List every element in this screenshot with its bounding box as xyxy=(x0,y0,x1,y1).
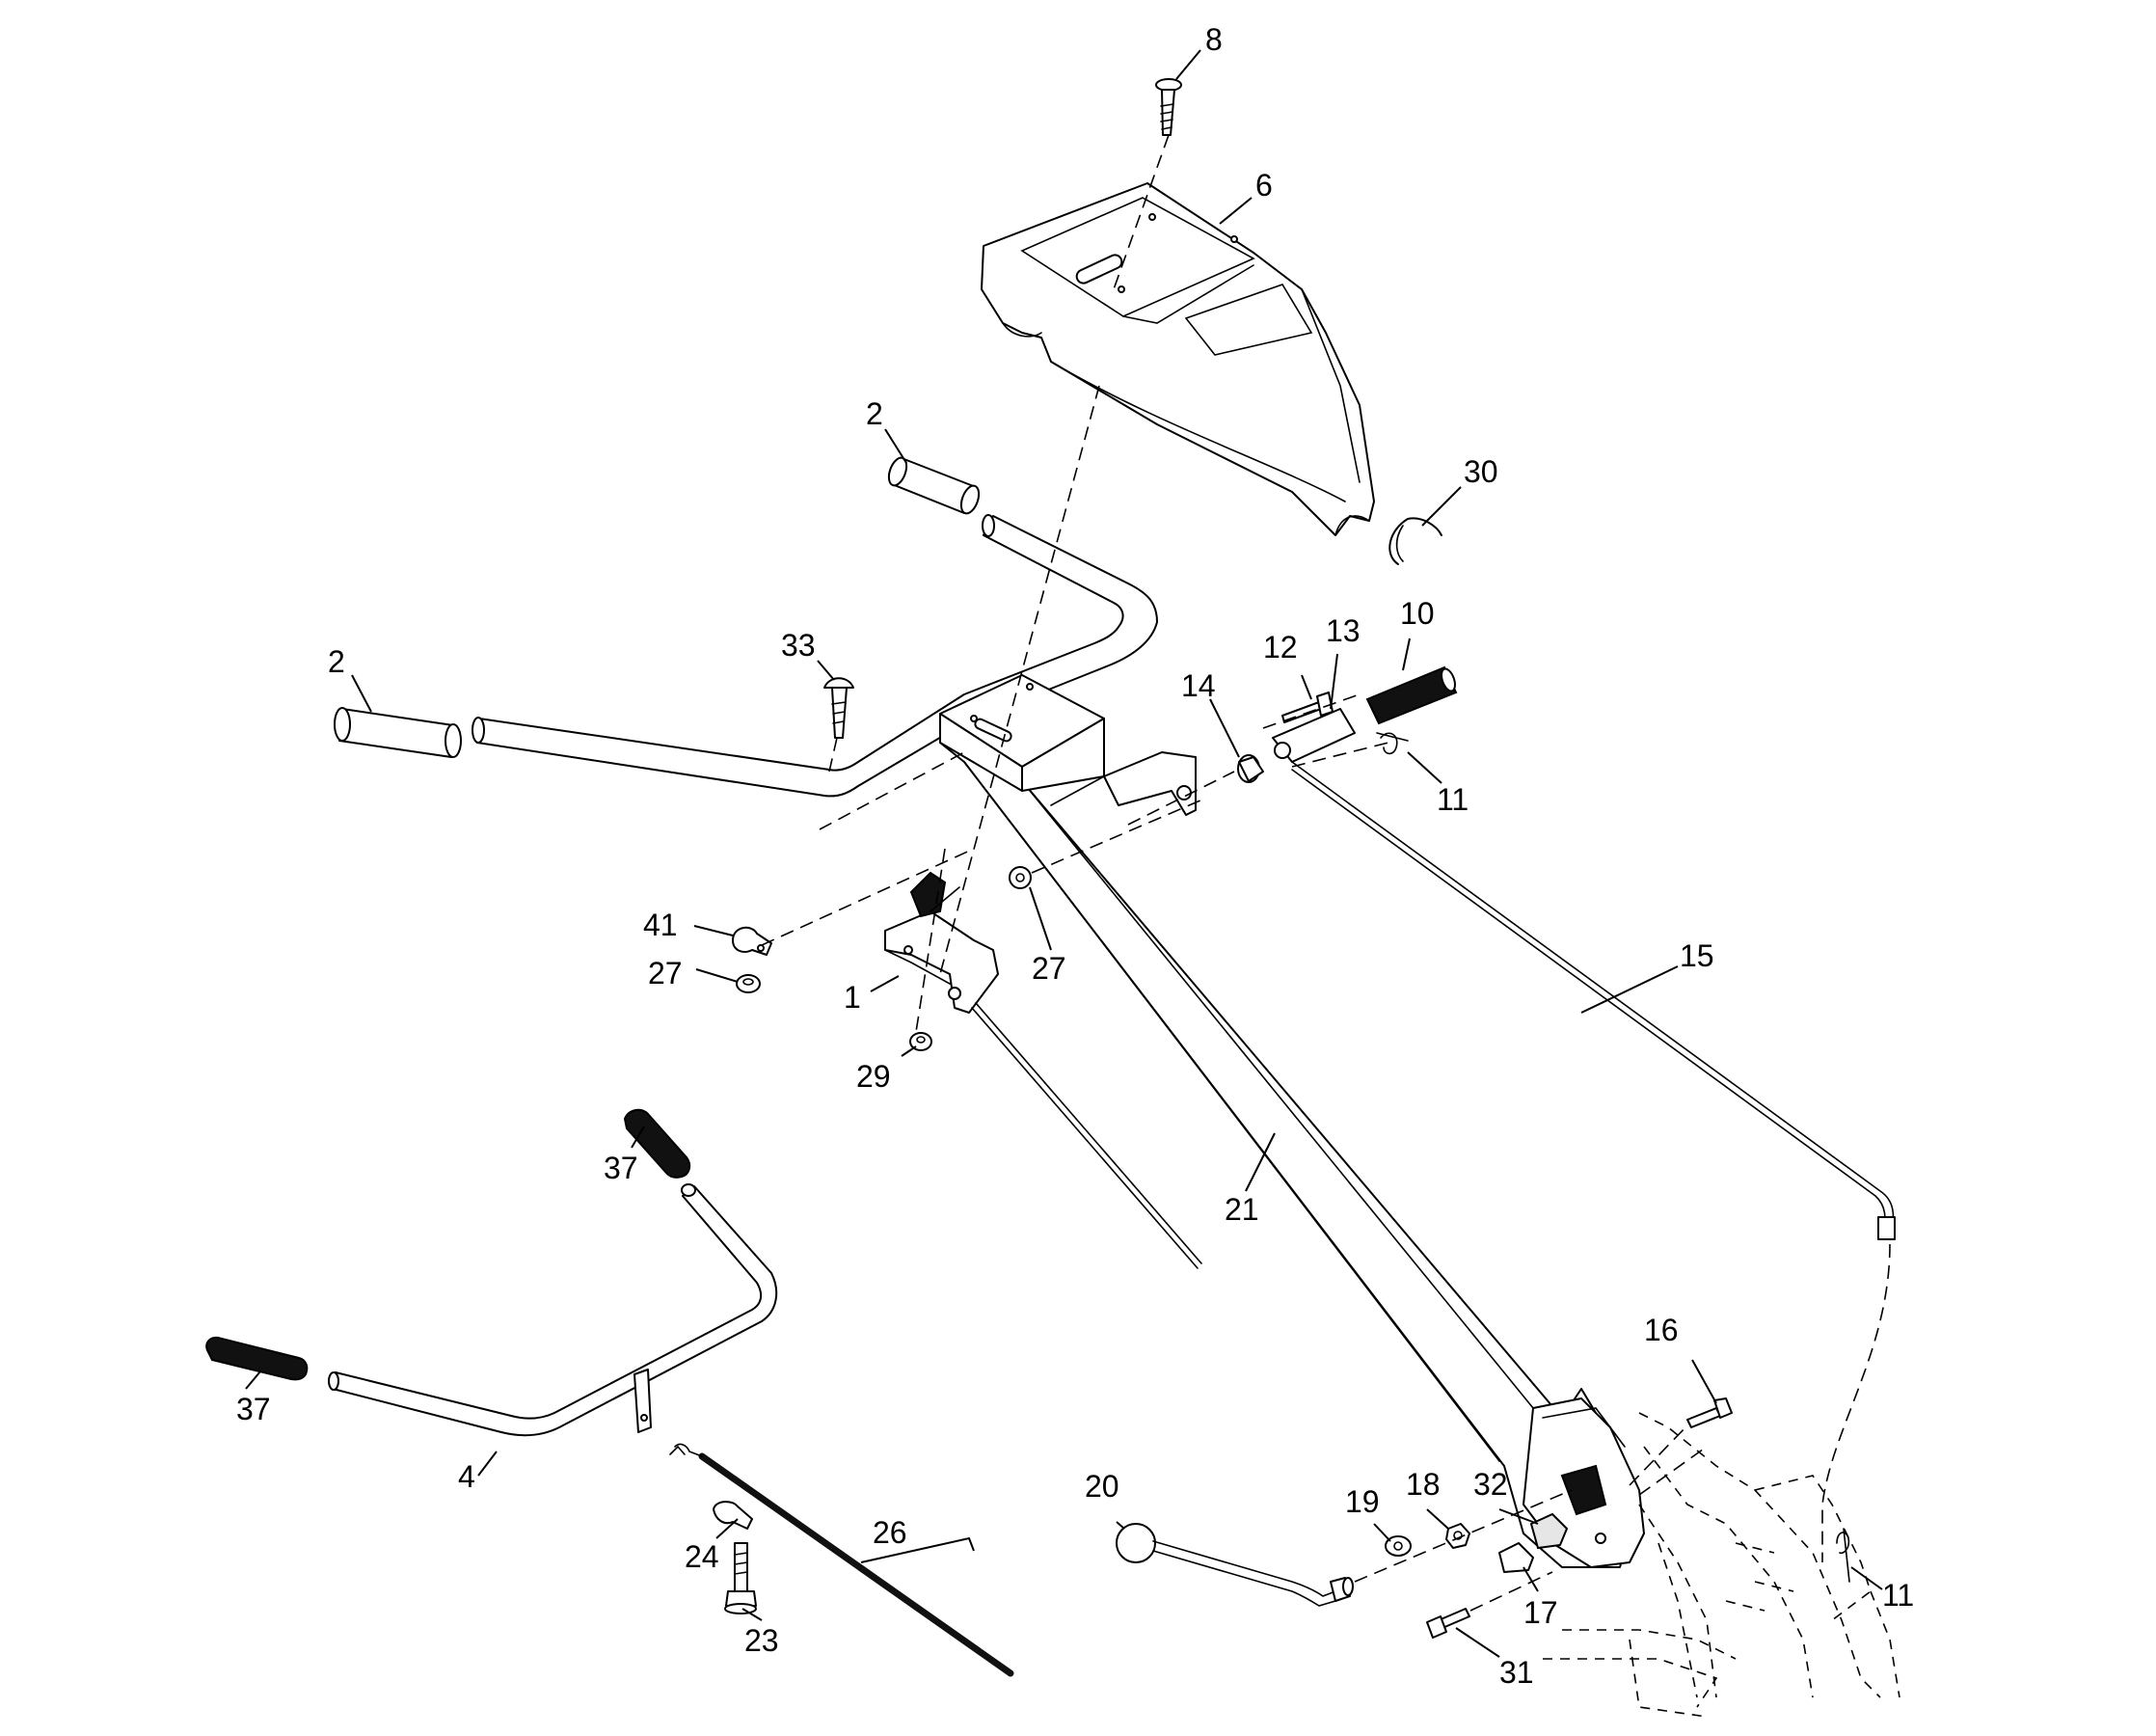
grip-37-left xyxy=(205,1336,309,1381)
console-panel xyxy=(981,182,1375,536)
callout-1: 1 xyxy=(844,980,861,1015)
rod-15 xyxy=(1291,761,1896,1240)
callout-19: 19 xyxy=(1345,1484,1380,1519)
assembly-lines xyxy=(761,134,1891,1612)
callout-24: 24 xyxy=(685,1539,719,1574)
grip-37-top xyxy=(623,1108,691,1179)
callout-15: 15 xyxy=(1680,938,1714,973)
nut-27-left xyxy=(736,974,761,993)
hairpin-11-top xyxy=(1376,732,1409,755)
control-bracket-1 xyxy=(884,871,1202,1269)
callout-leaders xyxy=(245,49,1883,1658)
callout-4: 4 xyxy=(458,1459,475,1494)
clamp-24 xyxy=(713,1501,753,1530)
pivot-13 xyxy=(1272,708,1356,763)
main-handle-21 xyxy=(939,674,1645,1568)
callout-27: 27 xyxy=(1032,951,1066,986)
screw-8 xyxy=(1155,78,1182,136)
callout-14: 14 xyxy=(1181,668,1216,703)
clip-30 xyxy=(1388,517,1442,565)
callout-21: 21 xyxy=(1225,1192,1259,1227)
callout-18: 18 xyxy=(1406,1467,1441,1502)
callout-33: 33 xyxy=(781,628,816,663)
callout-6: 6 xyxy=(1255,168,1273,203)
bolt-23 xyxy=(724,1542,757,1614)
pad-32 xyxy=(1529,1512,1569,1550)
bolt-33 xyxy=(823,677,854,739)
clip-41 xyxy=(732,926,772,956)
callout-16: 16 xyxy=(1644,1313,1679,1347)
callout-30: 30 xyxy=(1464,454,1498,489)
callout-26: 26 xyxy=(873,1515,907,1550)
callout-37: 37 xyxy=(236,1392,271,1426)
callout-23: 23 xyxy=(744,1623,779,1658)
bolt-31 xyxy=(1426,1608,1470,1639)
callout-27: 27 xyxy=(648,956,683,990)
grip-2-left xyxy=(334,707,462,758)
spacer-14 xyxy=(1237,754,1264,783)
pad-17 xyxy=(1498,1542,1534,1573)
washer-19 xyxy=(1385,1535,1412,1557)
nut-18 xyxy=(1445,1523,1470,1549)
callout-37: 37 xyxy=(604,1151,638,1185)
shift-lever-20 xyxy=(1116,1523,1354,1607)
callout-32: 32 xyxy=(1473,1467,1508,1502)
nut-27-right xyxy=(1009,866,1032,889)
grip-2-right xyxy=(887,456,981,515)
callout-11: 11 xyxy=(1882,1578,1914,1613)
callout-29: 29 xyxy=(856,1059,891,1094)
callout-41: 41 xyxy=(643,908,678,942)
callout-13: 13 xyxy=(1326,613,1361,648)
callout-2: 2 xyxy=(866,396,883,431)
callout-8: 8 xyxy=(1205,22,1223,57)
callout-17: 17 xyxy=(1523,1595,1558,1630)
callout-10: 10 xyxy=(1400,596,1435,631)
callout-2: 2 xyxy=(328,644,345,679)
grip-10 xyxy=(1365,665,1458,725)
hairpin-11-bottom xyxy=(1836,1528,1850,1583)
callout-31: 31 xyxy=(1499,1655,1534,1690)
tiller-body-phantom xyxy=(1543,1412,1900,1718)
callout-11: 11 xyxy=(1437,782,1469,817)
callout-12: 12 xyxy=(1263,630,1298,665)
bolt-16 xyxy=(1686,1397,1733,1428)
cable-26 xyxy=(669,1443,1014,1677)
callout-20: 20 xyxy=(1085,1469,1119,1504)
callout-labels: 8 6 2 30 2 33 10 12 13 14 11 41 27 1 27 … xyxy=(236,22,1914,1690)
lower-handlebar-4 xyxy=(328,1183,778,1437)
